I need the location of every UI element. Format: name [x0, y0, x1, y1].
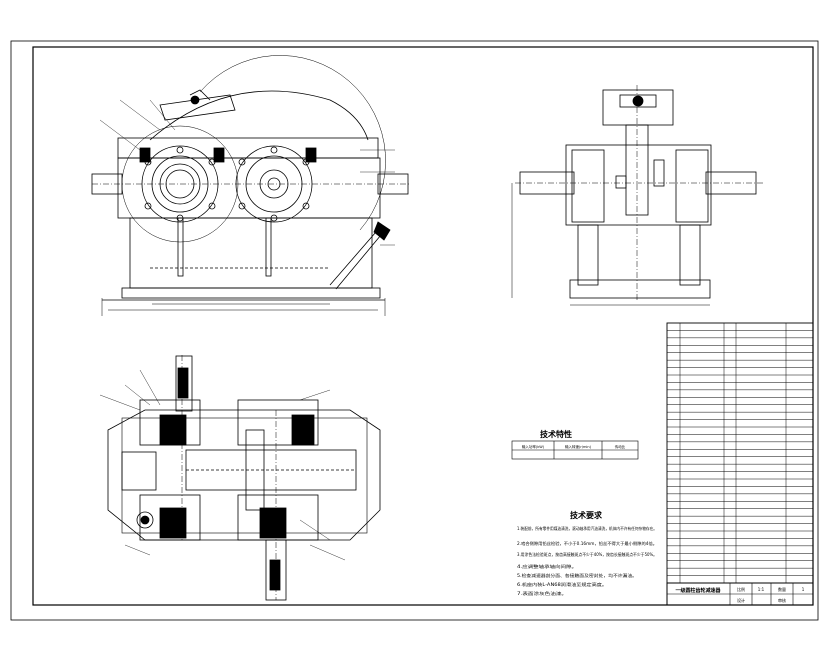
requirement-5: 5.检查减速器剖分面、各接触面及密封处，均不许漏油。 — [517, 572, 637, 578]
title-block-name: 一级圆柱齿轮减速器 — [675, 587, 721, 594]
top-view — [99, 355, 381, 601]
requirement-3: 3.用涂色法检验斑点，按齿高接触斑点不少于40%，按齿长接触斑点不少于50%。 — [517, 551, 657, 557]
requirements-title: 技术要求 — [570, 510, 603, 520]
title-label-scale: 比例 — [737, 586, 745, 592]
perf-header-speed: 输入转速(r/min) — [565, 444, 592, 449]
outer-border — [10, 40, 819, 621]
requirement-6: 6.机座内装L-AN68润滑油至规定高度。 — [517, 581, 607, 587]
parts-list — [666, 322, 814, 584]
requirement-1: 1.装配前，所有零件用煤油清洗，滚动轴承用汽油清洗，机体内不许有任何杂物存在。 — [517, 525, 657, 531]
title-block: 一级圆柱齿轮减速器 比例 1:1 数量 1 设计 审核 — [666, 582, 814, 606]
requirements-section: 技术要求 1.装配前，所有零件用煤油清洗，滚动轴承用汽油清洗，机体内不许有任何杂… — [517, 510, 657, 596]
title-label-check: 审核 — [778, 597, 786, 603]
performance-section: 技术特性 输入功率(kW) 输入转速(r/min) 传动比 — [511, 429, 639, 460]
title-label-qty: 数量 — [778, 586, 786, 592]
side-view — [511, 85, 765, 306]
title-label-design: 设计 — [737, 597, 745, 603]
perf-header-power: 输入功率(kW) — [522, 444, 545, 449]
requirement-7: 7.表面涂灰色油漆。 — [517, 590, 567, 596]
title-value-scale: 1:1 — [758, 587, 765, 592]
requirement-4: 4.应调整轴承轴向间隙。 — [517, 563, 577, 569]
front-view — [91, 55, 410, 316]
perf-header-ratio: 传动比 — [615, 444, 626, 449]
performance-title: 技术特性 — [540, 429, 572, 439]
title-value-qty: 1 — [802, 587, 805, 592]
requirement-2: 2.啮合侧隙用铅丝检验，不小于0.16mm，铅丝不得大于最小侧隙的4倍。 — [517, 540, 657, 546]
